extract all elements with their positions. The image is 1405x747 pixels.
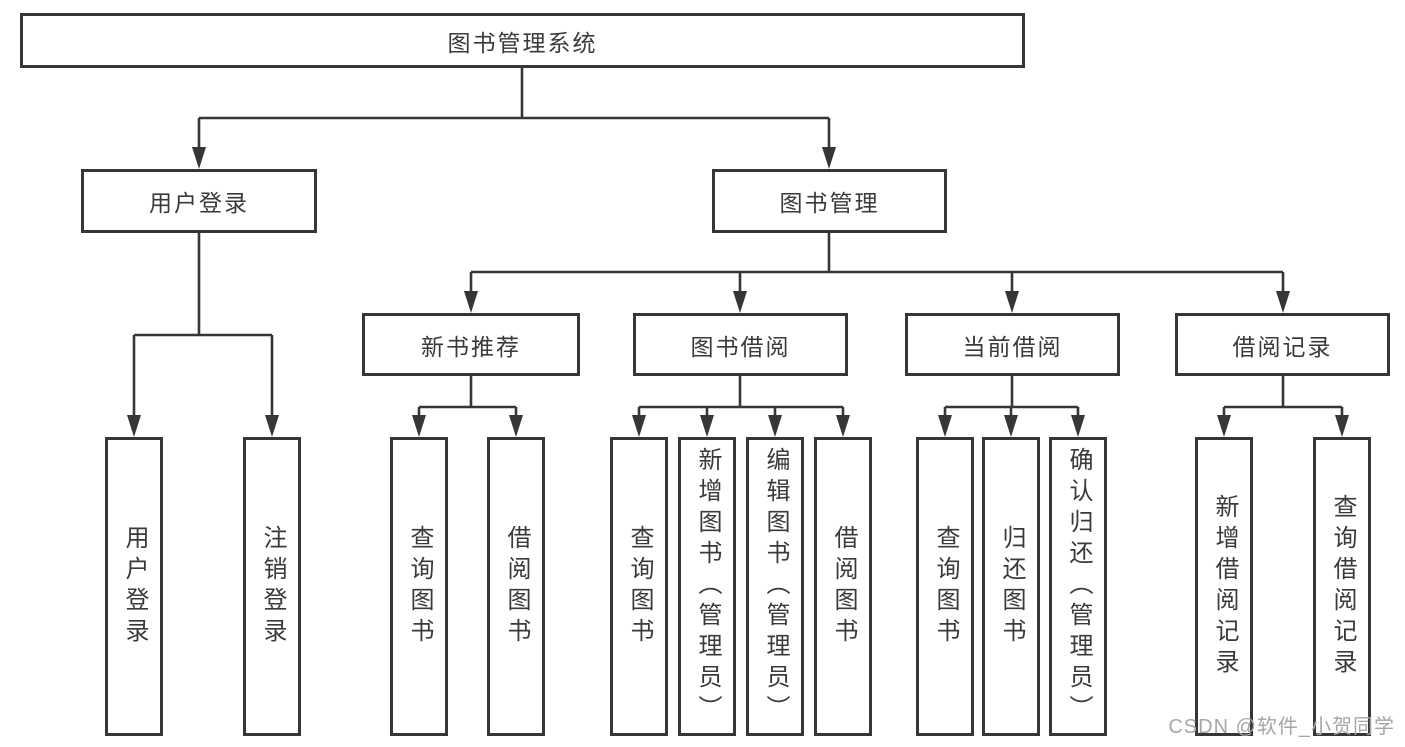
node-label: 查询图书 bbox=[406, 524, 433, 649]
csdn-watermark: CSDN @软件_小贺同学 bbox=[1168, 716, 1395, 738]
leaf-edit-books-admin: 编辑图书（管理员） bbox=[746, 437, 804, 736]
node-label: 用户登录 bbox=[121, 524, 148, 649]
node-label: 查询图书 bbox=[932, 524, 959, 649]
node-label: 用户登录 bbox=[149, 190, 249, 216]
node-label: 图书借阅 bbox=[690, 333, 791, 360]
node-label: 借阅图书 bbox=[830, 524, 857, 649]
leaf-query-borrow-record: 查询借阅记录 bbox=[1313, 437, 1371, 736]
leaf-query-books-recommend: 查询图书 bbox=[390, 437, 448, 736]
node-label: 确认归还（管理员） bbox=[1065, 447, 1092, 726]
node-label: 注销登录 bbox=[259, 524, 286, 649]
node-current-borrow: 当前借阅 bbox=[905, 313, 1120, 376]
leaf-borrow-books-recommend: 借阅图书 bbox=[487, 437, 545, 736]
node-label: 新书推荐 bbox=[421, 333, 521, 360]
leaf-add-borrow-record: 新增借阅记录 bbox=[1195, 437, 1253, 736]
node-borrow-record: 借阅记录 bbox=[1175, 313, 1390, 376]
node-label: 查询图书 bbox=[626, 524, 653, 649]
node-label: 图书管理 bbox=[779, 190, 880, 216]
node-label: 编辑图书（管理员） bbox=[762, 447, 789, 726]
leaf-borrow-books: 借阅图书 bbox=[814, 437, 872, 736]
node-user-login: 用户登录 bbox=[81, 169, 317, 233]
node-book-management: 图书管理 bbox=[712, 169, 947, 233]
node-label: 图书管理系统 bbox=[447, 29, 598, 56]
node-label: 归还图书 bbox=[998, 524, 1025, 649]
node-label: 新增图书（管理员） bbox=[694, 447, 721, 726]
leaf-confirm-return-admin: 确认归还（管理员） bbox=[1049, 437, 1107, 736]
node-library-management-system: 图书管理系统 bbox=[20, 13, 1025, 68]
node-label: 当前借阅 bbox=[962, 333, 1063, 360]
leaf-query-books-current: 查询图书 bbox=[916, 437, 974, 736]
node-label: 借阅记录 bbox=[1232, 333, 1333, 360]
node-label: 借阅图书 bbox=[503, 524, 530, 649]
leaf-add-books-admin: 新增图书（管理员） bbox=[678, 437, 736, 736]
node-label: 新增借阅记录 bbox=[1211, 493, 1238, 680]
leaf-logout: 注销登录 bbox=[243, 437, 301, 736]
node-label: 查询借阅记录 bbox=[1329, 493, 1356, 680]
node-new-book-recommend: 新书推荐 bbox=[362, 313, 580, 376]
leaf-query-books-borrow: 查询图书 bbox=[610, 437, 668, 736]
leaf-user-login: 用户登录 bbox=[105, 437, 163, 736]
leaf-return-books: 归还图书 bbox=[982, 437, 1040, 736]
node-book-borrow: 图书借阅 bbox=[633, 313, 848, 376]
